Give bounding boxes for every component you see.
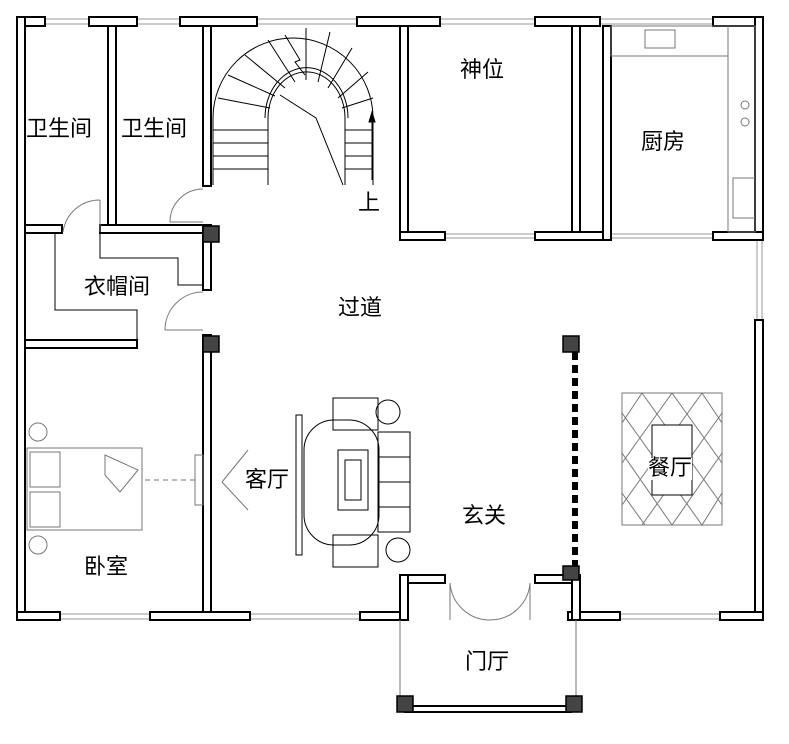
kitchen-fixtures (610, 25, 756, 233)
columns (202, 225, 583, 713)
room-label-bathroom-1: 卫生间 (26, 117, 93, 142)
room-label-porch: 门厅 (465, 650, 510, 675)
sofa-set (295, 397, 411, 568)
room-label-shrine: 神位 (460, 58, 505, 83)
room-label-bedroom: 卧室 (84, 555, 129, 580)
room-label-bathroom-2: 卫生间 (121, 117, 188, 142)
room-label-closet: 衣帽间 (84, 275, 151, 300)
room-label-corridor: 过道 (338, 296, 383, 321)
staircase (212, 28, 376, 186)
room-label-foyer: 玄关 (462, 504, 507, 529)
doors (54, 188, 531, 621)
room-label-dining: 餐厅 (648, 456, 693, 481)
room-label-kitchen: 厨房 (641, 130, 686, 155)
room-label-living: 客厅 (245, 468, 290, 493)
stair-up-label: 上 (358, 191, 381, 216)
bed (26, 422, 249, 555)
